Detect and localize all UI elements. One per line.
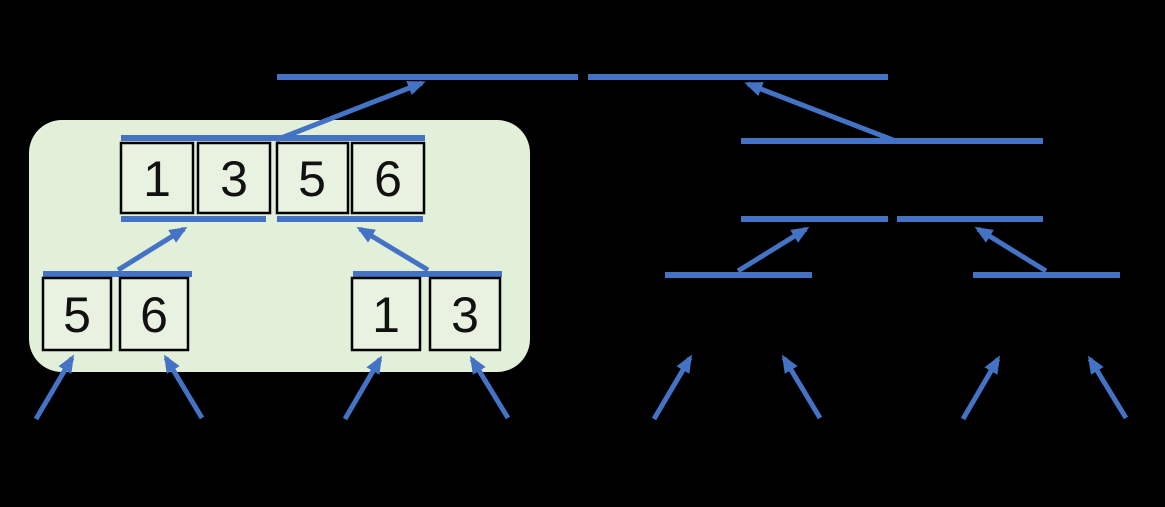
cell-value: 5	[63, 287, 91, 343]
array-cell: 1	[119, 141, 195, 215]
sorted-row-underline-left	[121, 216, 266, 222]
arrow-right-merge-to-top	[744, 81, 894, 143]
right-half-line-right	[897, 216, 1043, 222]
pair-56-overline	[43, 271, 192, 277]
cell-box	[118, 276, 190, 352]
cell-value: 3	[220, 151, 248, 207]
cell-value: 5	[298, 151, 326, 207]
cell-value: 6	[374, 151, 402, 207]
cell-box	[41, 276, 113, 352]
arrow-left-merge-to-top	[275, 80, 426, 143]
array-cell: 5	[41, 276, 113, 352]
cell-value: 1	[372, 287, 400, 343]
arrow-right-pairleft-to-half	[736, 226, 810, 274]
cell-box	[196, 141, 272, 215]
arrow-right-element-3	[1087, 355, 1129, 420]
array-cell: 5	[275, 141, 350, 215]
pair-13-overline	[353, 271, 502, 277]
sorted-row-overline	[121, 135, 425, 141]
array-cell: 3	[196, 141, 272, 215]
cell-value: 3	[451, 287, 479, 343]
array-cell: 6	[118, 276, 190, 352]
sorted-row-underline-right	[277, 216, 423, 222]
top-merged-line-left	[277, 74, 578, 80]
arrow-right-pairright-to-half	[974, 226, 1048, 274]
cell-value: 1	[143, 151, 171, 207]
right-pair-line-left	[665, 272, 812, 278]
cell-box	[428, 276, 502, 352]
cell-box	[119, 141, 195, 215]
arrow-right-element-1	[781, 354, 823, 420]
cell-value: 6	[140, 287, 168, 343]
array-cell: 1	[350, 276, 422, 352]
cell-box	[350, 276, 422, 352]
arrow-element-3	[469, 355, 511, 420]
right-half-line-left	[741, 216, 888, 222]
cell-box	[350, 141, 426, 215]
arrow-element-1	[342, 355, 383, 421]
array-cell: 3	[428, 276, 502, 352]
arrow-pair56-to-sorted	[116, 226, 188, 273]
arrow-right-element-2	[960, 355, 1001, 421]
top-merged-line-right	[588, 74, 888, 80]
arrow-right-element-0	[651, 354, 693, 421]
right-pair-line-right	[973, 272, 1120, 278]
cell-box	[275, 141, 350, 215]
arrow-element-5	[33, 354, 75, 421]
arrow-pair13-to-sorted	[356, 226, 430, 273]
array-cell: 6	[350, 141, 426, 215]
arrow-element-6	[163, 354, 205, 420]
